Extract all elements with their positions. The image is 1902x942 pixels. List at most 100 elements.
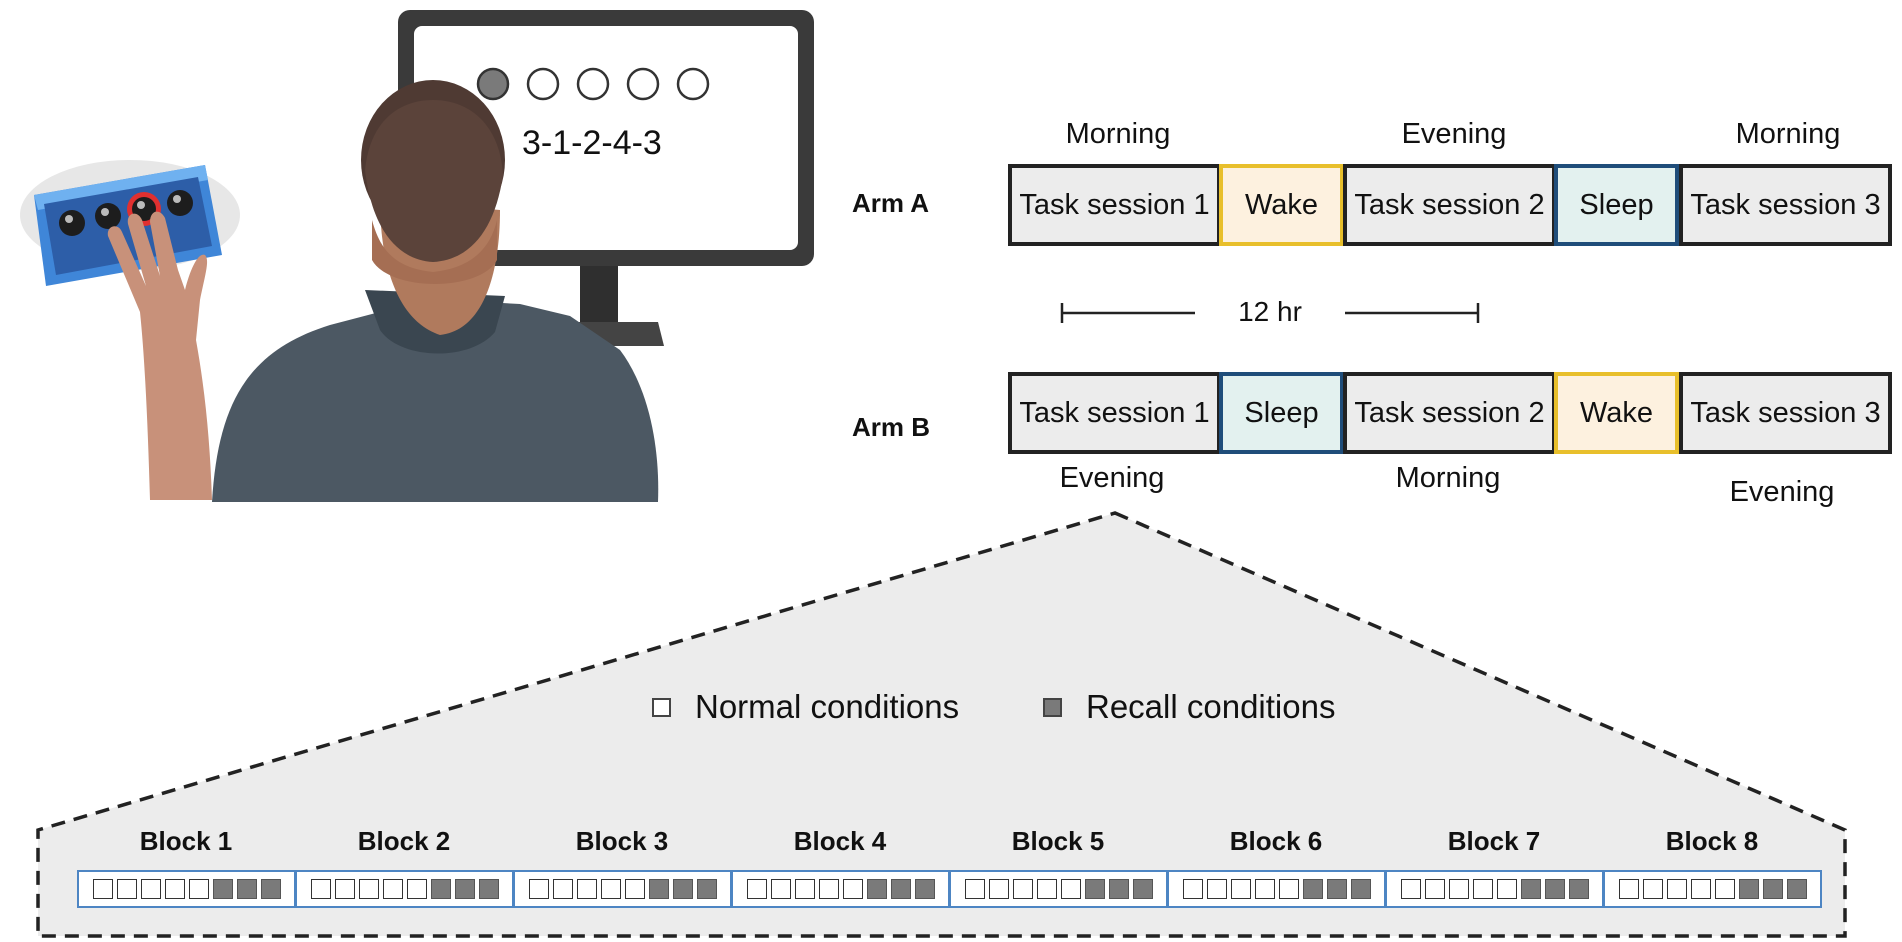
normal-trial [964,879,985,899]
arm-a-label: Arm A [852,188,930,218]
arm-b-session-2: Task session 2 [1343,372,1556,454]
legend-recall: Recall conditions [1043,688,1335,726]
progress-dot [626,67,660,101]
block-trials [731,870,950,908]
normal-trial [576,879,597,899]
interval-bar [1060,303,1480,323]
normal-trial [770,879,791,899]
legend-normal: Normal conditions [652,688,959,726]
recall-trial [890,879,911,899]
normal-trial [1714,879,1735,899]
recall-trial [1302,879,1323,899]
block-trials [77,870,296,908]
normal-trial [1400,879,1421,899]
normal-trial [164,879,185,899]
recall-trial [1520,879,1541,899]
sequence-text: 3-1-2-4-3 [522,124,662,162]
normal-trial [818,879,839,899]
normal-trial [334,879,355,899]
recall-trial [672,879,693,899]
normal-trial [1230,879,1251,899]
normal-trial [1424,879,1445,899]
progress-dot [576,67,610,101]
progress-dot [476,67,510,101]
block-trials [1167,870,1386,908]
normal-trial [1666,879,1687,899]
normal-trial [552,879,573,899]
normal-trial [1206,879,1227,899]
normal-trial [382,879,403,899]
recall-trial [478,879,499,899]
arm-a-sleep: Sleep [1554,164,1679,246]
recall-trial [648,879,669,899]
recall-trial [1132,879,1153,899]
normal-trial [794,879,815,899]
interval-label: 12 hr [1238,296,1302,327]
arm-b-time-1: Evening [1059,462,1165,494]
arm-a-session-3: Task session 3 [1679,164,1892,246]
block-title: Block 3 [575,826,669,856]
recall-trial [1084,879,1105,899]
recall-trial [1738,879,1759,899]
recall-trial [1786,879,1807,899]
keypad-illustration [20,160,240,500]
normal-trial [988,879,1009,899]
arm-a-time-2: Evening [1401,118,1507,150]
arm-a-session-2: Task session 2 [1343,164,1556,246]
recall-square-icon [1043,697,1062,717]
arm-b-sleep: Sleep [1219,372,1344,454]
arm-a-wake: Wake [1219,164,1344,246]
recall-trial [260,879,281,899]
normal-trial [1448,879,1469,899]
normal-square-icon [652,697,671,717]
normal-trial [624,879,645,899]
recall-trial [1544,879,1565,899]
normal-trial [600,879,621,899]
normal-trial [1642,879,1663,899]
normal-trial [746,879,767,899]
recall-trial [1326,879,1347,899]
arm-a-session-1: Task session 1 [1008,164,1221,246]
recall-trial [696,879,717,899]
normal-trial [1618,879,1639,899]
normal-trial [1254,879,1275,899]
legend-recall-label: Recall conditions [1086,688,1336,725]
block-trials [513,870,732,908]
block-title: Block 5 [1011,826,1105,856]
recall-trial [236,879,257,899]
arm-b-session-3: Task session 3 [1679,372,1892,454]
block-title: Block 7 [1447,826,1541,856]
progress-dot [676,67,710,101]
normal-trial [188,879,209,899]
arm-b-label: Arm B [852,412,931,442]
legend-normal-label: Normal conditions [695,688,960,725]
recall-trial [1350,879,1371,899]
block-title: Block 4 [793,826,887,856]
recall-trial [1762,879,1783,899]
recall-trial [914,879,935,899]
normal-trial [1060,879,1081,899]
participant-illustration [212,80,659,502]
arm-a-time-3: Morning [1735,118,1841,150]
normal-trial [406,879,427,899]
normal-trial [92,879,113,899]
block-title: Block 8 [1665,826,1759,856]
recall-trial [1568,879,1589,899]
normal-trial [140,879,161,899]
normal-trial [1182,879,1203,899]
arm-b-session-1: Task session 1 [1008,372,1221,454]
progress-dot [526,67,560,101]
zoom-region [36,511,1847,938]
normal-trial [358,879,379,899]
normal-trial [310,879,331,899]
normal-trial [528,879,549,899]
block-title: Block 6 [1229,826,1323,856]
block-title: Block 2 [357,826,451,856]
normal-trial [1496,879,1517,899]
arm-b-wake: Wake [1554,372,1679,454]
arm-b-time-3: Evening [1729,476,1835,508]
recall-trial [1108,879,1129,899]
block-trials [1385,870,1604,908]
normal-trial [116,879,137,899]
